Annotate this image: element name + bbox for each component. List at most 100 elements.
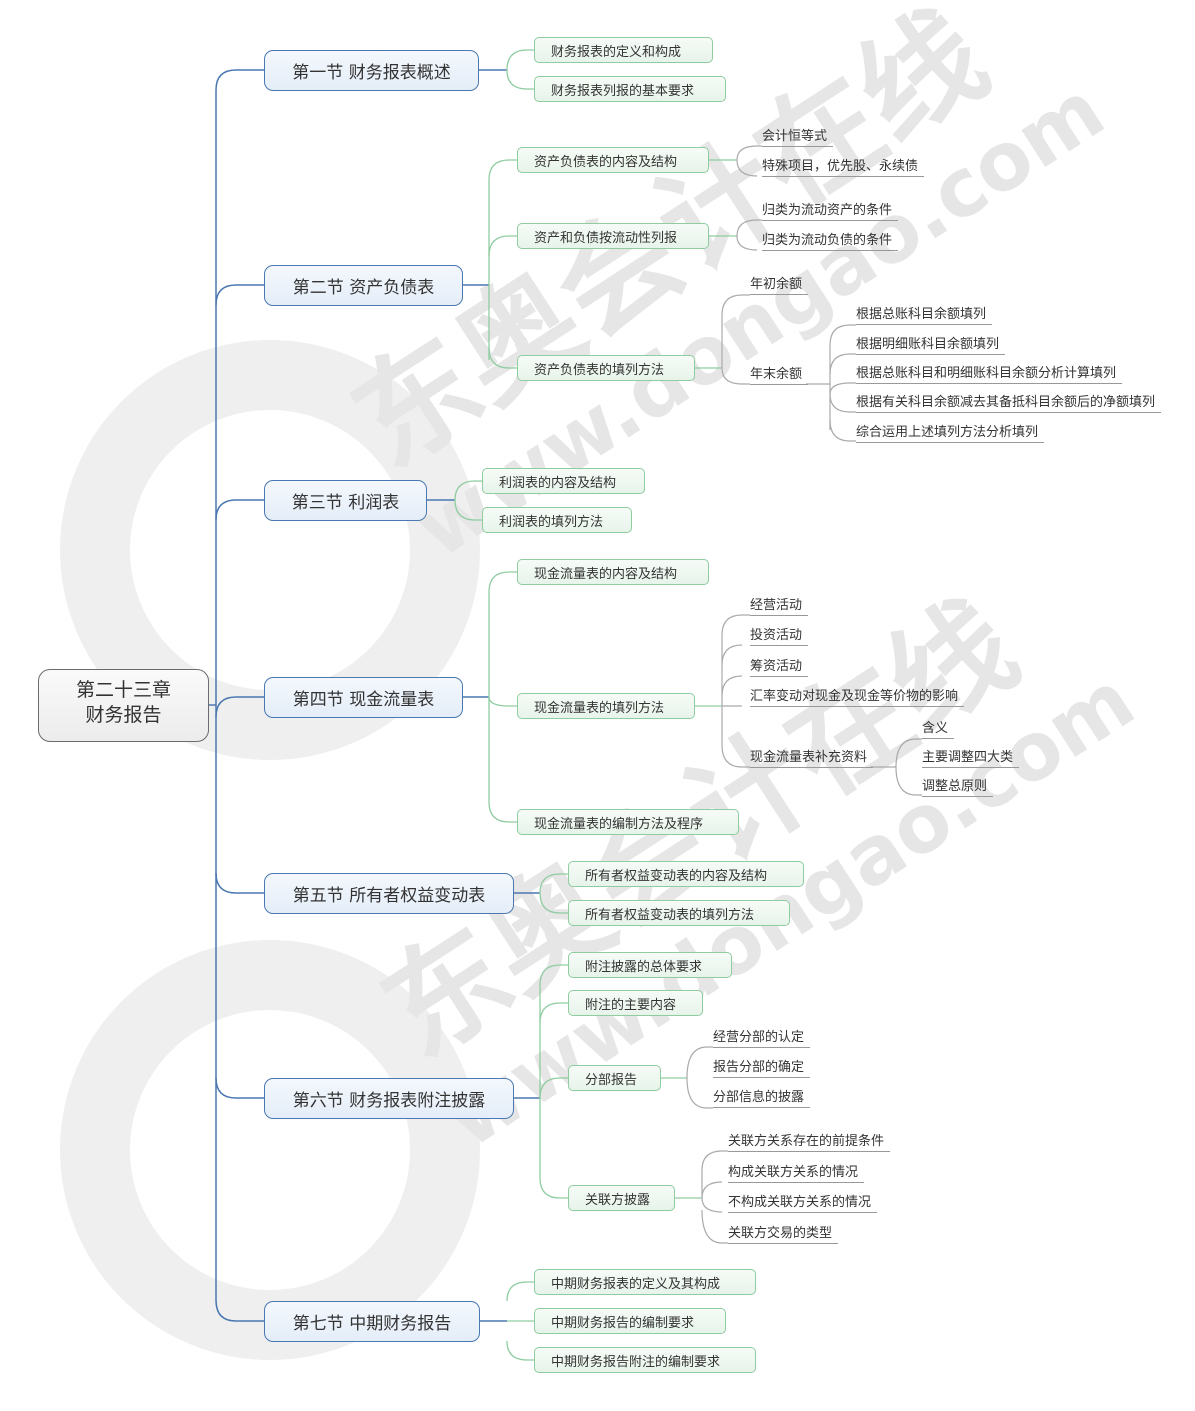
leaf-label: 现金流量表补充资料 xyxy=(750,750,868,765)
subtopic[interactable]: 资产负债表的内容及结构 xyxy=(517,147,709,173)
subtopic-label: 现金流量表的填列方法 xyxy=(534,700,665,716)
subtopic-label: 所有者权益变动表的内容及结构 xyxy=(585,868,768,884)
leaf-item[interactable]: 根据总账科目和明细账科目余额分析计算填列 xyxy=(856,365,1123,384)
subtopic[interactable]: 所有者权益变动表的填列方法 xyxy=(568,900,790,926)
leaf-item[interactable]: 筹资活动 xyxy=(750,658,809,677)
leaf-label: 会计恒等式 xyxy=(762,129,828,144)
leaf-item[interactable]: 不构成关联方关系的情况 xyxy=(728,1194,878,1213)
subtopic[interactable]: 附注的主要内容 xyxy=(568,990,703,1016)
leaf-label: 经营分部的认定 xyxy=(713,1030,805,1045)
subtopic-label: 财务报表列报的基本要求 xyxy=(551,83,695,99)
subtopic[interactable]: 所有者权益变动表的内容及结构 xyxy=(568,861,804,887)
subtopic-label: 资产负债表的内容及结构 xyxy=(534,154,678,170)
section-3[interactable]: 第三节 利润表 xyxy=(264,480,427,521)
leaf-item[interactable]: 构成关联方关系的情况 xyxy=(728,1164,865,1183)
leaf-item[interactable]: 会计恒等式 xyxy=(762,128,834,147)
leaf-label: 年初余额 xyxy=(750,277,803,292)
leaf-item[interactable]: 特殊项目，优先股、永续债 xyxy=(762,158,925,177)
leaf-item[interactable]: 关联方关系存在的前提条件 xyxy=(728,1133,891,1152)
section-label: 第三节 利润表 xyxy=(291,493,400,513)
subtopic-label: 中期财务报告的编制要求 xyxy=(551,1315,695,1331)
leaf-label: 筹资活动 xyxy=(750,659,803,674)
subtopic[interactable]: 资产负债表的填列方法 xyxy=(517,355,695,381)
leaf-label: 关联方关系存在的前提条件 xyxy=(728,1134,885,1149)
leaf-item[interactable]: 报告分部的确定 xyxy=(713,1059,811,1078)
section-7[interactable]: 第七节 中期财务报告 xyxy=(264,1301,480,1342)
root-node[interactable]: 第二十三章 财务报告 xyxy=(38,669,209,742)
section-6[interactable]: 第六节 财务报表附注披露 xyxy=(264,1078,514,1119)
leaf-item[interactable]: 年初余额 xyxy=(750,276,809,295)
subtopic-label: 现金流量表的编制方法及程序 xyxy=(534,816,704,832)
leaf-item[interactable]: 根据有关科目余额减去其备抵科目余额后的净额填列 xyxy=(856,394,1162,413)
section-label: 第四节 现金流量表 xyxy=(292,690,435,710)
subtopic[interactable]: 关联方披露 xyxy=(568,1185,675,1211)
leaf-label: 根据总账科目余额填列 xyxy=(856,307,987,322)
subtopic[interactable]: 现金流量表的内容及结构 xyxy=(517,559,709,585)
leaf-item[interactable]: 归类为流动资产的条件 xyxy=(762,202,899,221)
leaf-item[interactable]: 经营活动 xyxy=(750,597,809,616)
leaf-label: 特殊项目，优先股、永续债 xyxy=(762,159,919,174)
leaf-item[interactable]: 现金流量表补充资料 xyxy=(750,749,874,768)
leaf-label: 调整总原则 xyxy=(922,779,988,794)
leaf-item[interactable]: 综合运用上述填列方法分析填列 xyxy=(856,424,1045,443)
leaf-item[interactable]: 经营分部的认定 xyxy=(713,1029,811,1048)
subtopic-label: 财务报表的定义和构成 xyxy=(551,44,682,60)
subtopic[interactable]: 附注披露的总体要求 xyxy=(568,952,732,978)
leaf-label: 年末余额 xyxy=(750,367,803,382)
subtopic-label: 现金流量表的内容及结构 xyxy=(534,566,678,582)
leaf-label: 归类为流动资产的条件 xyxy=(762,203,893,218)
section-label: 第二节 资产负债表 xyxy=(292,278,435,298)
root-title-line1: 第二十三章 xyxy=(75,679,171,701)
subtopic[interactable]: 现金流量表的填列方法 xyxy=(517,693,695,719)
leaf-item[interactable]: 归类为流动负债的条件 xyxy=(762,232,899,251)
section-label: 第七节 中期财务报告 xyxy=(292,1314,452,1334)
subtopic-label: 资产和负债按流动性列报 xyxy=(534,230,678,246)
subtopic[interactable]: 现金流量表的编制方法及程序 xyxy=(517,809,739,835)
leaf-label: 归类为流动负债的条件 xyxy=(762,233,893,248)
subtopic-label: 关联方披露 xyxy=(585,1192,651,1208)
subtopic[interactable]: 利润表的填列方法 xyxy=(482,507,632,533)
leaf-label: 关联方交易的类型 xyxy=(728,1226,833,1241)
subtopic-label: 中期财务报告附注的编制要求 xyxy=(551,1354,721,1370)
section-4[interactable]: 第四节 现金流量表 xyxy=(264,677,463,718)
subtopic[interactable]: 财务报表的定义和构成 xyxy=(534,37,713,63)
leaf-item[interactable]: 调整总原则 xyxy=(922,778,994,797)
section-2[interactable]: 第二节 资产负债表 xyxy=(264,265,463,306)
section-5[interactable]: 第五节 所有者权益变动表 xyxy=(264,873,514,914)
leaf-item[interactable]: 含义 xyxy=(922,720,955,739)
section-label: 第六节 财务报表附注披露 xyxy=(292,1091,486,1111)
root-title-line2: 财务报告 xyxy=(85,704,162,726)
leaf-label: 主要调整四大类 xyxy=(922,750,1014,765)
leaf-label: 含义 xyxy=(922,721,949,736)
leaf-item[interactable]: 汇率变动对现金及现金等价物的影响 xyxy=(750,688,965,707)
leaf-label: 根据有关科目余额减去其备抵科目余额后的净额填列 xyxy=(856,395,1156,410)
leaf-label: 分部信息的披露 xyxy=(713,1090,805,1105)
subtopic[interactable]: 分部报告 xyxy=(568,1065,661,1091)
subtopic[interactable]: 利润表的内容及结构 xyxy=(482,468,645,494)
leaf-item[interactable]: 主要调整四大类 xyxy=(922,749,1020,768)
leaf-item[interactable]: 根据总账科目余额填列 xyxy=(856,306,993,325)
leaf-item[interactable]: 投资活动 xyxy=(750,627,809,646)
subtopic[interactable]: 财务报表列报的基本要求 xyxy=(534,76,726,102)
subtopic[interactable]: 资产和负债按流动性列报 xyxy=(517,223,709,249)
leaf-item[interactable]: 年末余额 xyxy=(750,366,809,385)
leaf-label: 汇率变动对现金及现金等价物的影响 xyxy=(750,689,959,704)
subtopic-label: 利润表的填列方法 xyxy=(499,514,604,530)
leaf-label: 不构成关联方关系的情况 xyxy=(728,1195,872,1210)
subtopic-label: 附注的主要内容 xyxy=(585,997,677,1013)
section-label: 第一节 财务报表概述 xyxy=(292,63,451,83)
subtopic-label: 分部报告 xyxy=(585,1072,638,1088)
subtopic[interactable]: 中期财务报告附注的编制要求 xyxy=(534,1347,756,1373)
subtopic[interactable]: 中期财务报表的定义及其构成 xyxy=(534,1269,756,1295)
section-label: 第五节 所有者权益变动表 xyxy=(292,886,486,906)
leaf-item[interactable]: 根据明细账科目余额填列 xyxy=(856,336,1006,355)
subtopic-label: 附注披露的总体要求 xyxy=(585,959,703,975)
subtopic[interactable]: 中期财务报告的编制要求 xyxy=(534,1308,726,1334)
subtopic-label: 所有者权益变动表的填列方法 xyxy=(585,907,755,923)
leaf-item[interactable]: 关联方交易的类型 xyxy=(728,1225,839,1244)
section-1[interactable]: 第一节 财务报表概述 xyxy=(264,50,479,91)
subtopic-label: 中期财务报表的定义及其构成 xyxy=(551,1276,721,1292)
leaf-item[interactable]: 分部信息的披露 xyxy=(713,1089,811,1108)
leaf-label: 根据总账科目和明细账科目余额分析计算填列 xyxy=(856,366,1117,381)
leaf-label: 根据明细账科目余额填列 xyxy=(856,337,1000,352)
